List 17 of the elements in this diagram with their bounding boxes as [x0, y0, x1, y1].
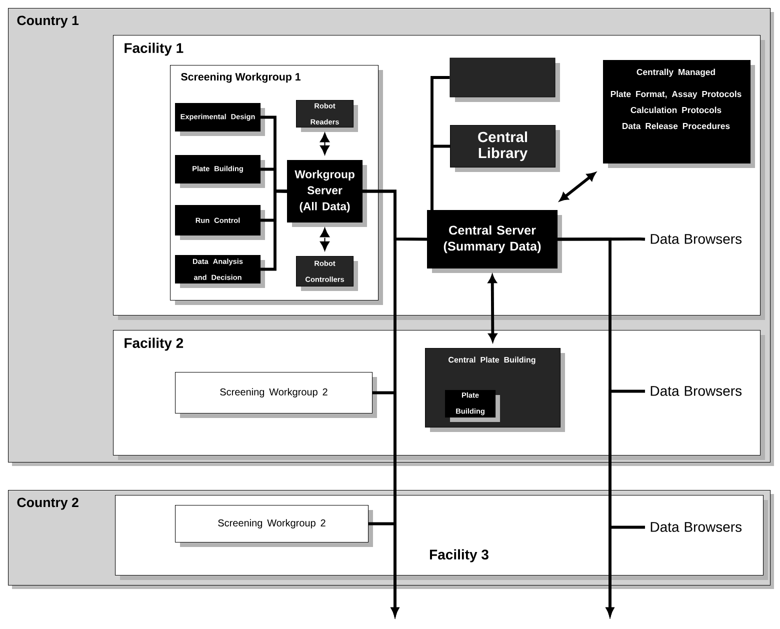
connector [320, 132, 330, 155]
server-box: Central Server (Summary Data) [427, 210, 562, 273]
connector [320, 228, 330, 251]
connector [606, 526, 645, 616]
database-box [450, 58, 560, 102]
connector [560, 172, 596, 202]
connector [430, 144, 450, 210]
protocol-box: Centrally Managed Plate Format, Assay Protocols Calculation Protocols Data Release Procedures [603, 60, 755, 168]
connector [488, 274, 497, 342]
workgroup-box: Screening Workgroup 2 [175, 372, 377, 418]
browser-label: Data Browsers [650, 522, 742, 532]
workgroup-box: Screening Workgroup 2 [175, 505, 373, 547]
browser-label: Data Browsers [650, 234, 742, 244]
connector [260, 190, 288, 271]
library-box: Central Library [450, 125, 560, 172]
browser-label: Data Browsers [650, 386, 742, 396]
server-box: Workgroup Server (All Data) [287, 160, 367, 227]
